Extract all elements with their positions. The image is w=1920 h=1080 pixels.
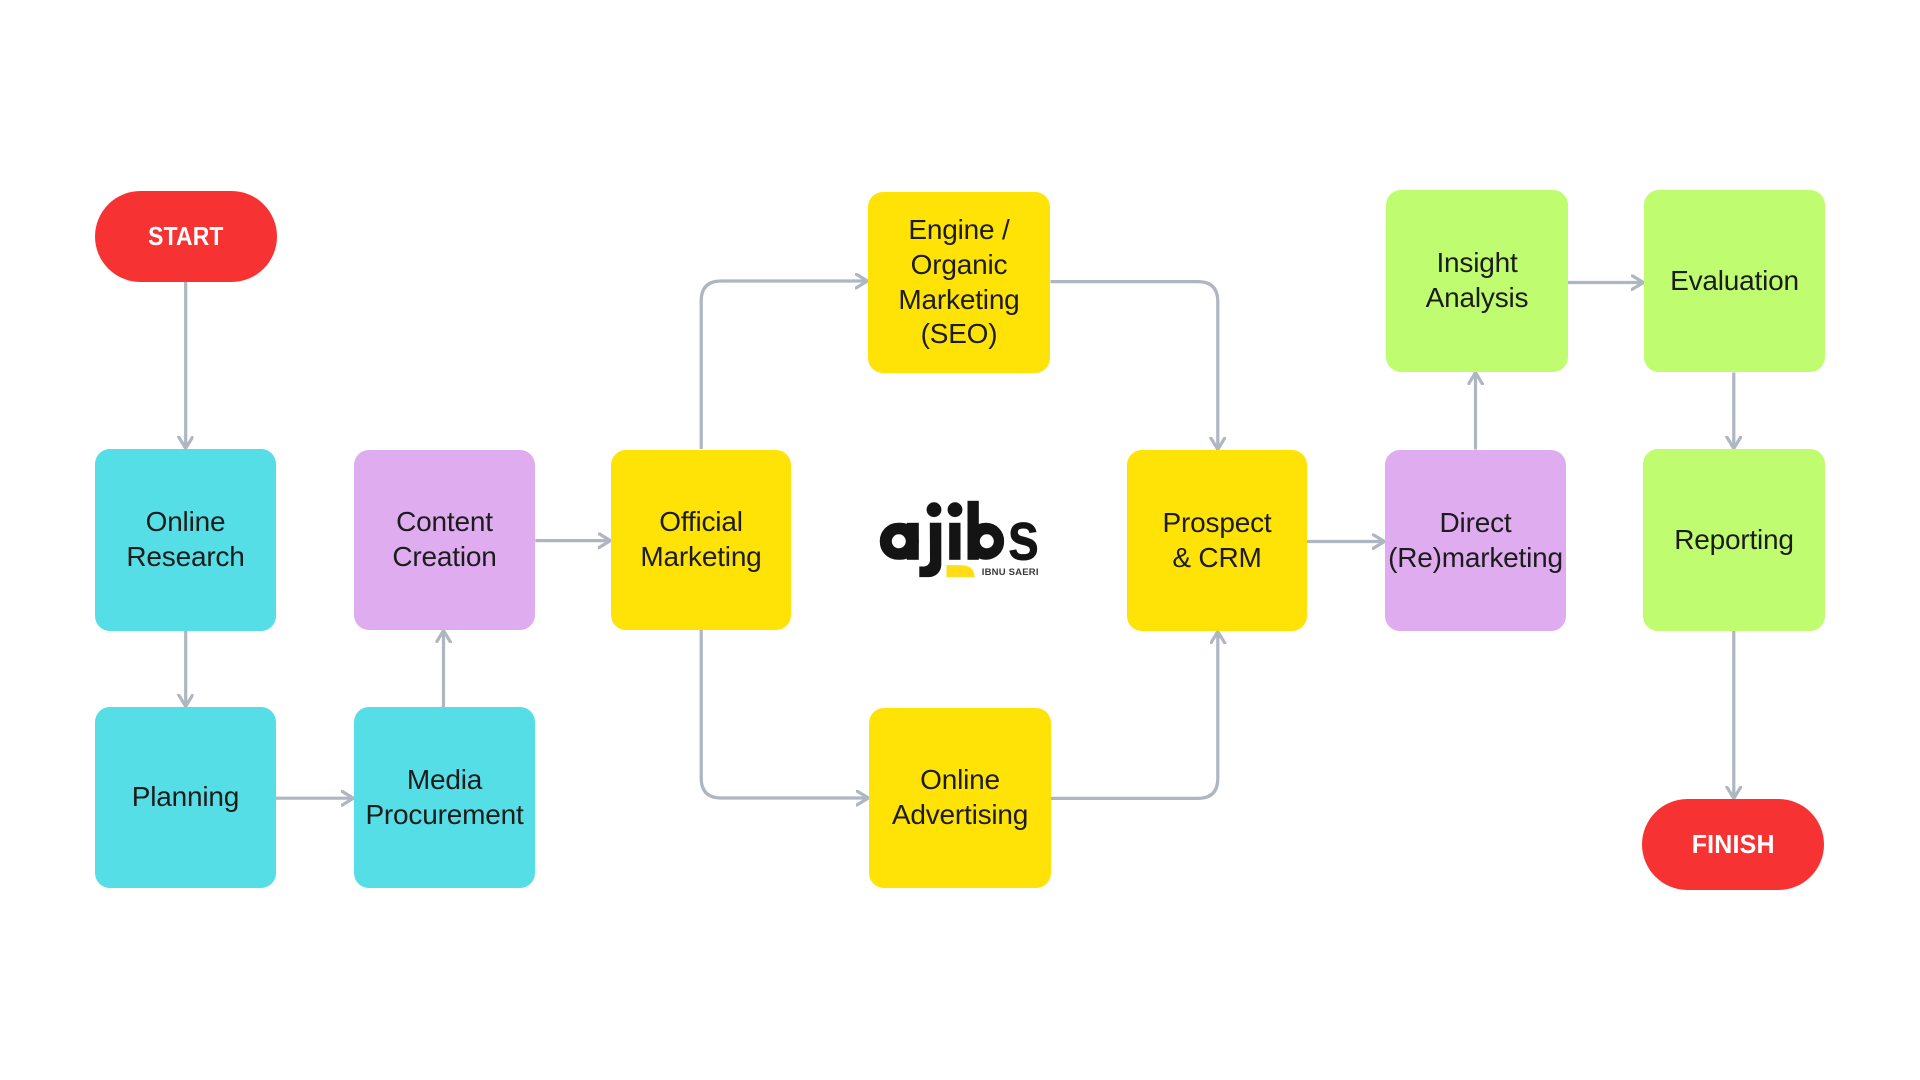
svg-text:IBNU SAERI: IBNU SAERI — [982, 567, 1039, 578]
svg-text:s: s — [1007, 497, 1039, 575]
